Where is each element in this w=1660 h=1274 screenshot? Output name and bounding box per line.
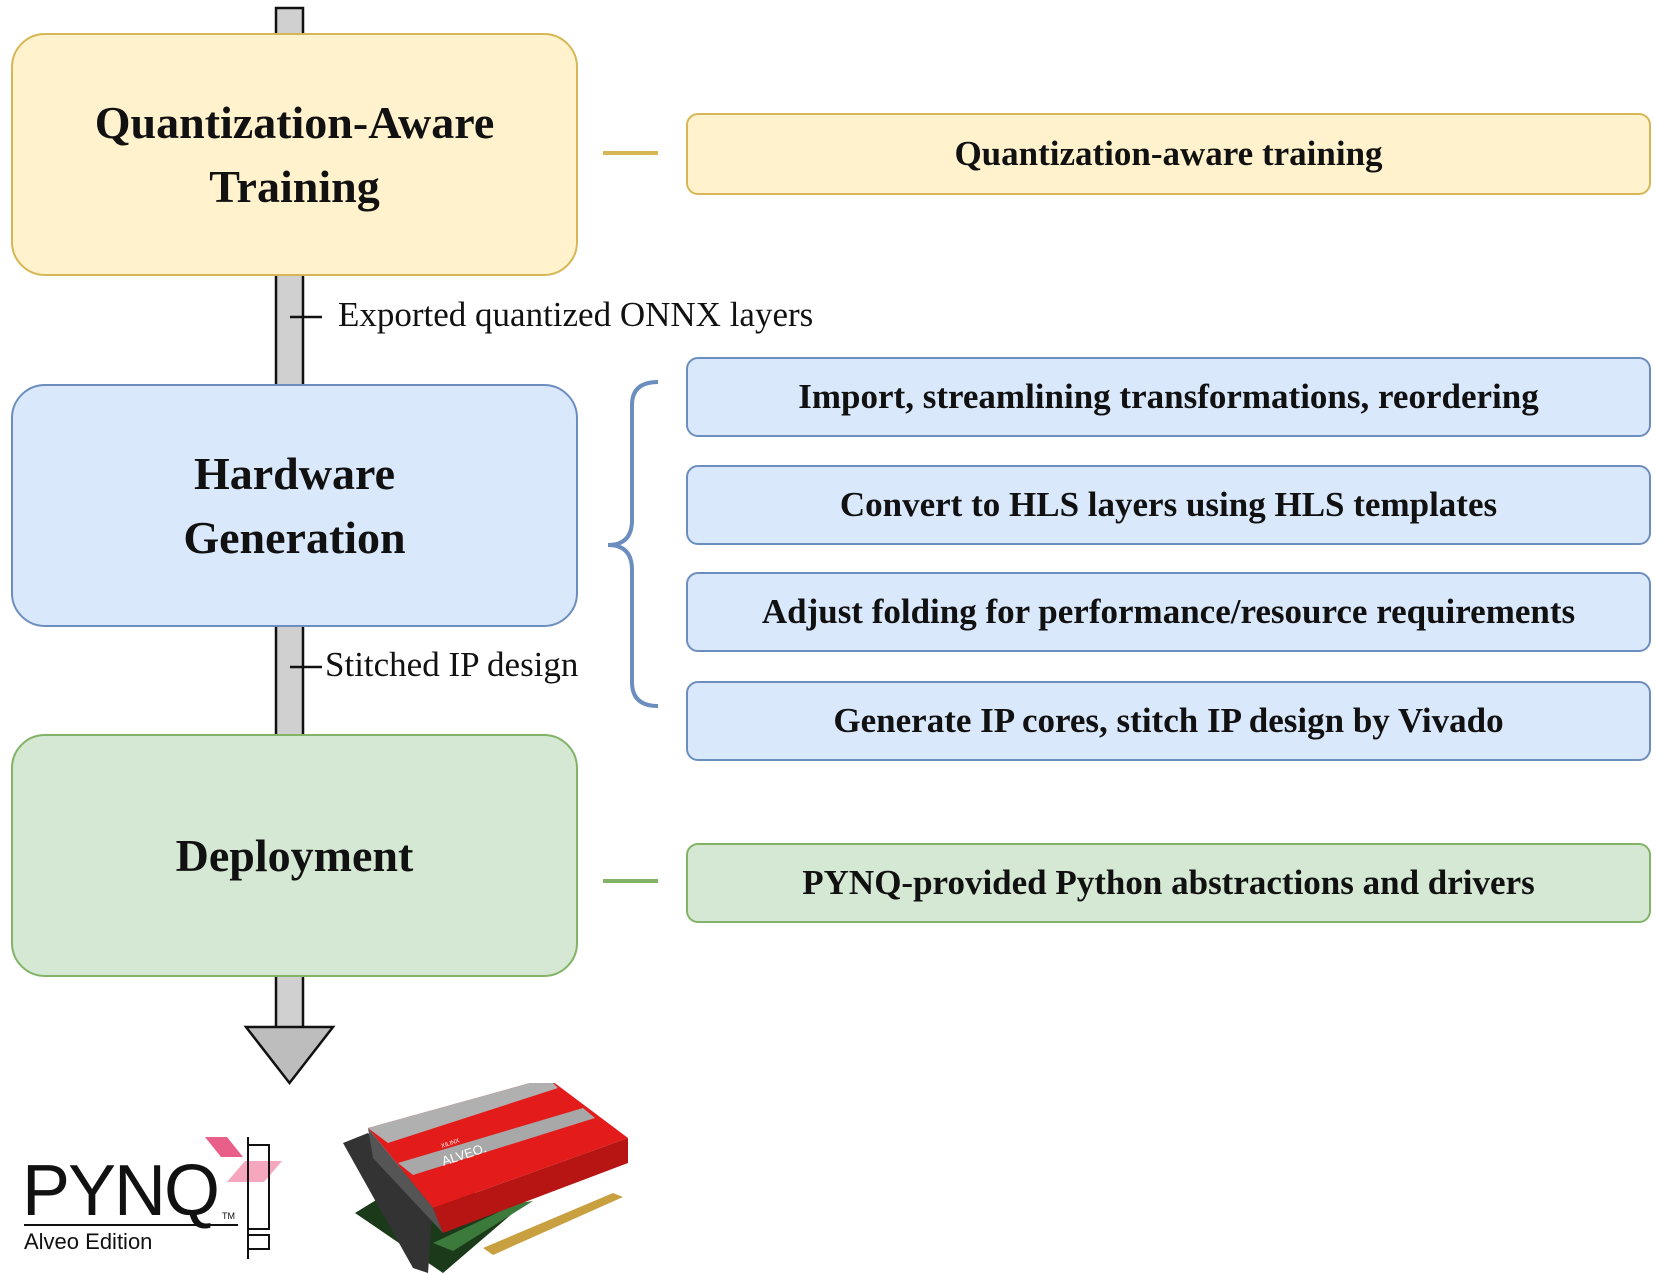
stage-label: Deployment	[175, 829, 414, 881]
stage-label: Generation	[183, 511, 406, 563]
pynq-logo: PYNQ TM Alveo Edition	[20, 1135, 290, 1265]
stage-label: Training	[209, 160, 380, 212]
step-import: Import, streamlining transformations, re…	[686, 357, 1651, 437]
alveo-card-graphic	[343, 1083, 628, 1273]
pynq-edition: Alveo Edition	[24, 1229, 153, 1254]
stage-label: Hardware	[193, 447, 395, 499]
pynq-wordmark: PYNQ	[22, 1151, 220, 1231]
step-generate-ip: Generate IP cores, stitch IP design by V…	[686, 681, 1651, 761]
brace	[607, 380, 659, 708]
edge-label-stitched: Stitched IP design	[325, 645, 579, 684]
step-convert-hls: Convert to HLS layers using HLS template…	[686, 465, 1651, 545]
alveo-card-image: XILINX ALVEO.	[333, 1083, 633, 1273]
edge-label-onnx: Exported quantized ONNX layers	[338, 295, 814, 334]
stage-label: Quantization-Aware	[94, 96, 495, 148]
stage-deployment: Deployment	[11, 734, 578, 977]
step-adjust-folding: Adjust folding for performance/resource …	[686, 572, 1651, 652]
step-qat: Quantization-aware training	[686, 113, 1651, 195]
pynq-logo-graphic	[24, 1137, 282, 1259]
step-pynq-drivers: PYNQ-provided Python abstractions and dr…	[686, 843, 1651, 923]
trademark: TM	[222, 1211, 235, 1221]
